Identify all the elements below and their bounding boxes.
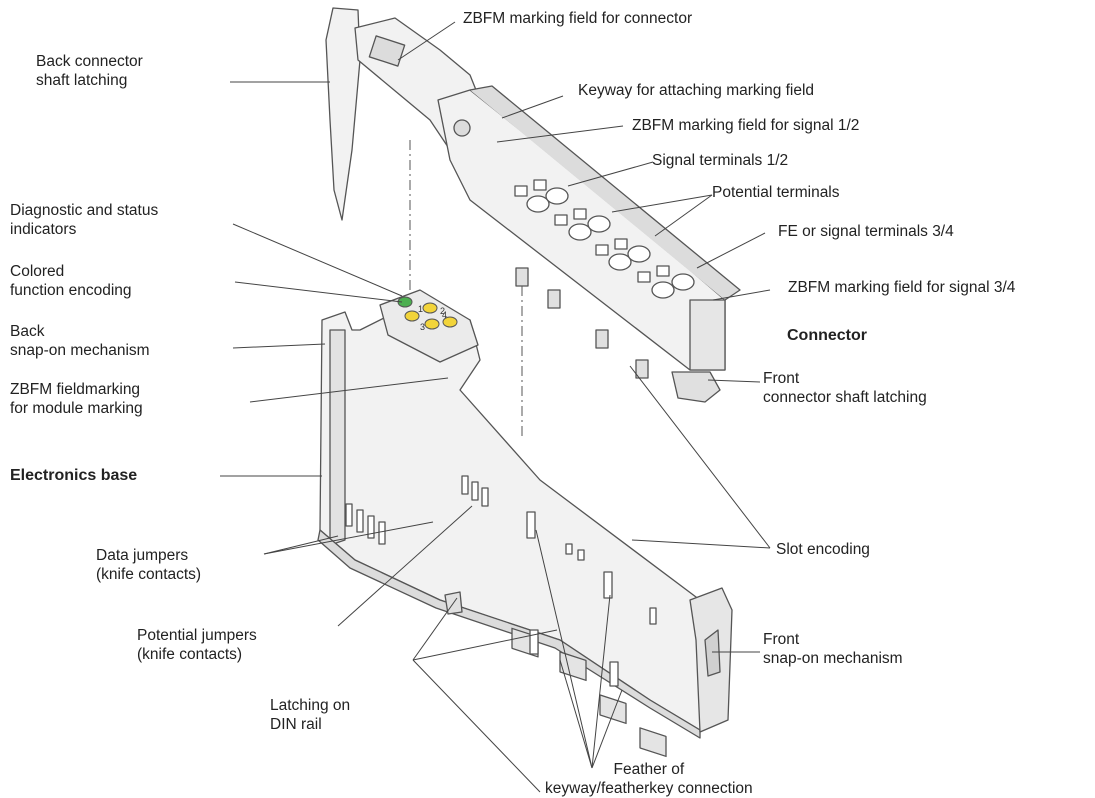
led-yellow-3 xyxy=(424,318,440,330)
front-connector-latch xyxy=(671,371,721,403)
led-indicators xyxy=(397,296,458,330)
label-potential-jumpers: Potential jumpers (knife contacts) xyxy=(137,627,257,663)
label-fe-signal-34: FE or signal terminals 3/4 xyxy=(778,223,954,240)
connector-part xyxy=(325,7,741,403)
label-front-snapon: Front snap-on mechanism xyxy=(763,631,903,667)
label-slot-encoding: Slot encoding xyxy=(776,541,870,558)
knife-contacts xyxy=(345,475,657,687)
terminal-openings xyxy=(514,179,695,299)
label-zbfm-signal-12: ZBFM marking field for signal 1/2 xyxy=(632,117,860,134)
electronics-base-part xyxy=(317,289,733,758)
label-zbfm-connector: ZBFM marking field for connector xyxy=(463,10,693,27)
led-yellow-2 xyxy=(404,310,420,322)
label-diagnostic-status: Diagnostic and status indicators xyxy=(10,202,159,238)
label-zbfm-signal-34: ZBFM marking field for signal 3/4 xyxy=(788,279,1016,296)
label-potential-terminals: Potential terminals xyxy=(712,184,840,201)
back-connector-latch xyxy=(325,7,361,221)
led-number-3: 3 xyxy=(420,322,425,332)
led-yellow-1 xyxy=(422,302,438,314)
label-back-connector-latching: Back connector shaft latching xyxy=(36,53,143,89)
label-data-jumpers: Data jumpers (knife contacts) xyxy=(96,547,202,583)
label-colored-function: Colored function encoding xyxy=(10,263,132,299)
led-number-1: 1 xyxy=(418,304,423,314)
label-back-snapon: Back snap-on mechanism xyxy=(10,323,150,359)
leader-lines xyxy=(220,21,771,793)
connector-front-block xyxy=(689,299,726,371)
label-zbfm-module: ZBFM fieldmarking for module marking xyxy=(10,381,143,417)
label-front-connector-latching: Front connector shaft latching xyxy=(763,370,927,406)
label-electronics-base: Electronics base xyxy=(10,467,138,484)
label-keyway-marking: Keyway for attaching marking field xyxy=(578,82,815,99)
led-number-2: 2 xyxy=(440,306,445,316)
base-side-panel xyxy=(319,299,721,731)
led-number-4: 4 xyxy=(442,310,447,320)
label-signal-terminals-12: Signal terminals 1/2 xyxy=(652,152,789,169)
led-yellow-4 xyxy=(442,316,458,328)
label-feather: Feather of keyway/featherkey connection xyxy=(545,761,753,797)
label-connector: Connector xyxy=(787,327,867,344)
label-latching-din: Latching on DIN rail xyxy=(270,697,351,733)
base-bottom-rail xyxy=(317,529,701,739)
